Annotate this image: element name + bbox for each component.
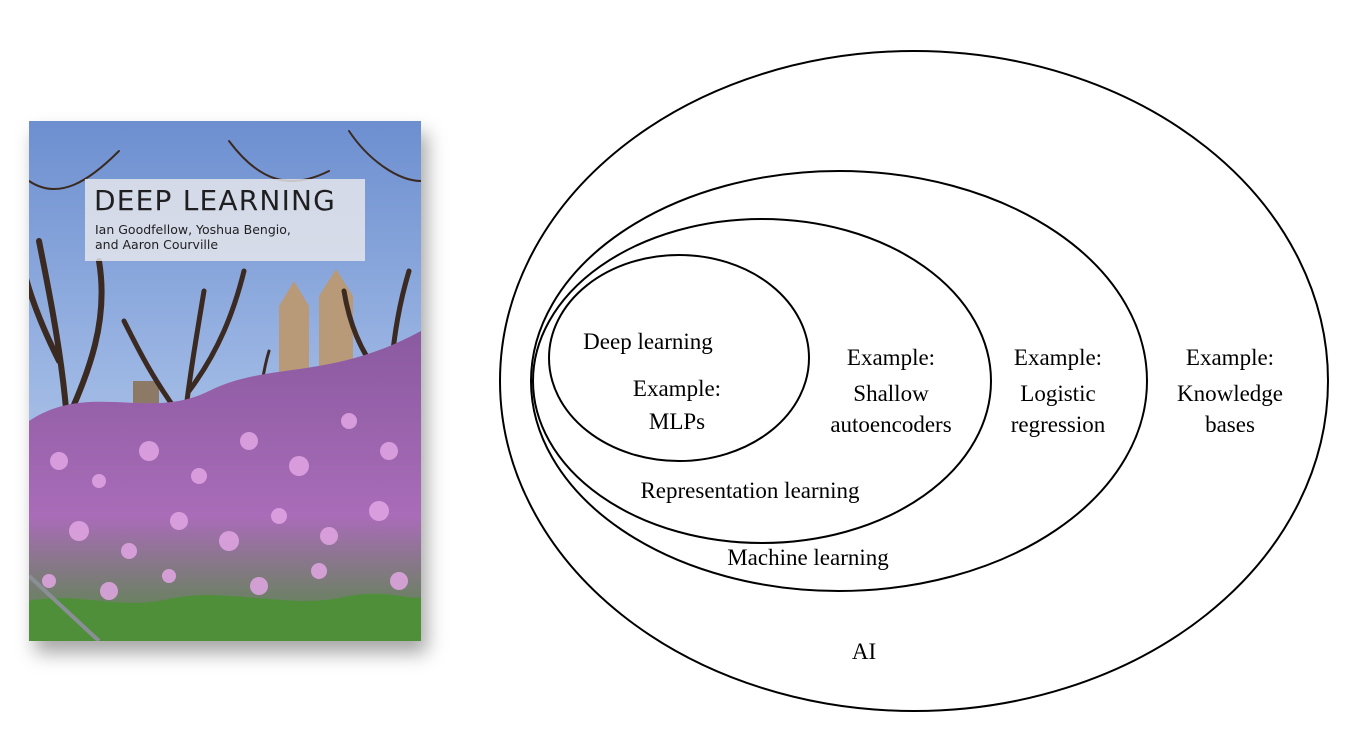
- machine-learning-example-line2: regression: [1011, 412, 1106, 437]
- book-cover: DEEP LEARNING Ian Goodfellow, Yoshua Ben…: [29, 121, 421, 641]
- green-foliage: [29, 593, 421, 641]
- flower-field: [29, 331, 421, 641]
- deep-learning-ellipse: [548, 254, 810, 462]
- book-authors: Ian Goodfellow, Yoshua Bengio, and Aaron…: [95, 222, 360, 252]
- cover-title-panel: DEEP LEARNING Ian Goodfellow, Yoshua Ben…: [85, 179, 365, 261]
- representation-learning-example-line1: Shallow: [853, 381, 929, 406]
- ai-example-line1: Knowledge: [1177, 381, 1283, 406]
- ai-label: AI: [852, 639, 876, 664]
- ai-example-line2: bases: [1205, 412, 1255, 437]
- representation-learning-ellipse: [532, 218, 992, 544]
- representation-learning-example-line2: autoencoders: [830, 412, 951, 437]
- deep-learning-example: MLPs: [649, 409, 705, 434]
- ai-ellipse: [499, 50, 1329, 712]
- representation-learning-label: Representation learning: [640, 478, 860, 503]
- machine-learning-example-line1: Logistic: [1020, 381, 1095, 406]
- book-title: DEEP LEARNING: [94, 184, 337, 217]
- machine-learning-ellipse: [530, 170, 1148, 592]
- machine-learning-label: Machine learning: [727, 545, 889, 570]
- book-authors-line1: Ian Goodfellow, Yoshua Bengio,: [95, 222, 291, 237]
- representation-learning-example-heading: Example:: [847, 345, 935, 370]
- deep-learning-label: Deep learning: [583, 329, 713, 354]
- machine-learning-example-heading: Example:: [1014, 345, 1102, 370]
- deep-learning-example-heading: Example:: [633, 376, 721, 401]
- book-authors-line2: and Aaron Courville: [95, 237, 219, 252]
- ai-example-heading: Example:: [1186, 345, 1274, 370]
- railing: [29, 574, 101, 641]
- flower-blossoms: [42, 413, 408, 600]
